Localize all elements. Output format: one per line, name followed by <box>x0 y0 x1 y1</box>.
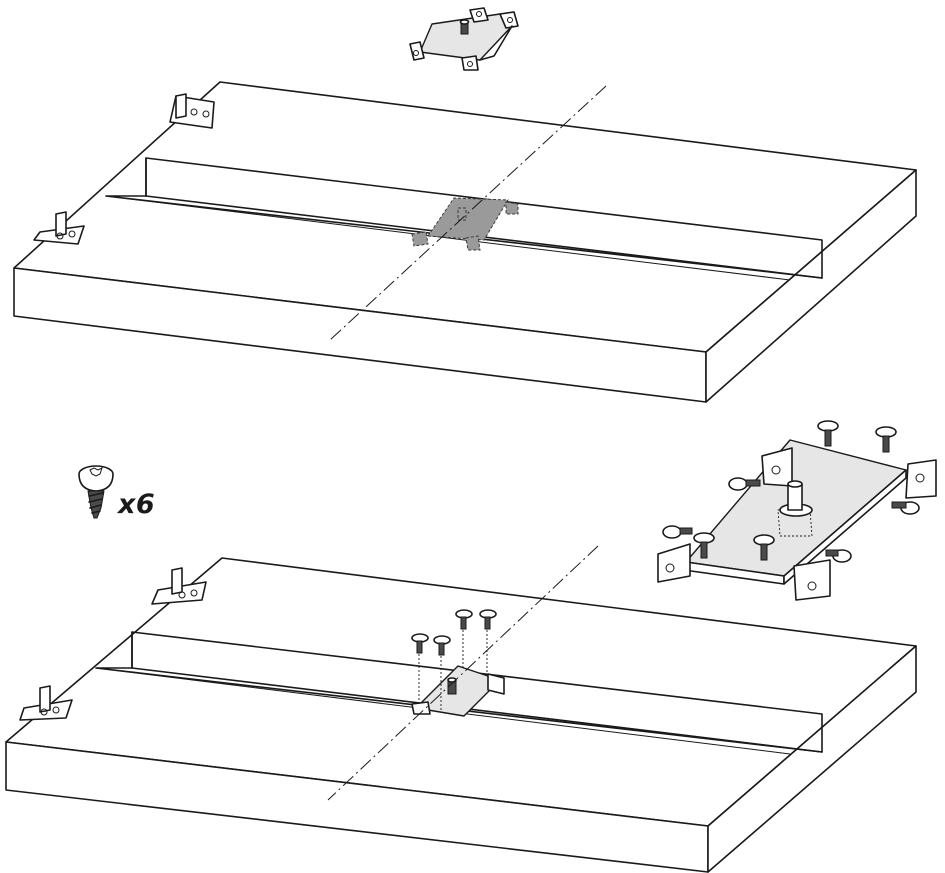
ghost-bracket-position <box>411 197 519 251</box>
detail-screw-3 <box>728 477 761 491</box>
hinge-left-lower-bottom-panel <box>19 685 73 721</box>
bracket-detail-view <box>657 420 937 601</box>
detail-screw-8 <box>825 549 852 563</box>
screw-drop-4 <box>479 609 497 676</box>
screw-quantity-label: x6 <box>116 489 155 520</box>
torx-pan-head-screw-icon <box>78 465 114 519</box>
bottom-panel <box>5 545 917 873</box>
center-axis-line-lower <box>327 545 599 801</box>
hinge-left-lower <box>33 211 85 245</box>
floating-mount-bracket <box>409 7 519 71</box>
detail-screw-6 <box>693 532 715 559</box>
top-panel <box>13 81 917 403</box>
center-axis-line-upper <box>329 85 607 341</box>
detail-screw-2 <box>875 426 897 453</box>
detail-screw-7 <box>753 534 775 561</box>
detail-screw-5 <box>662 525 693 539</box>
screw-drop-3 <box>455 609 473 670</box>
screw-drop-2 <box>433 635 451 710</box>
detail-screw-1 <box>817 420 839 447</box>
installed-mount-bracket <box>411 665 505 717</box>
hinge-left-upper <box>169 93 215 129</box>
detail-screw-4 <box>891 501 920 515</box>
screw-drop-1 <box>411 633 429 704</box>
hinge-left-upper-bottom-panel <box>151 567 207 605</box>
